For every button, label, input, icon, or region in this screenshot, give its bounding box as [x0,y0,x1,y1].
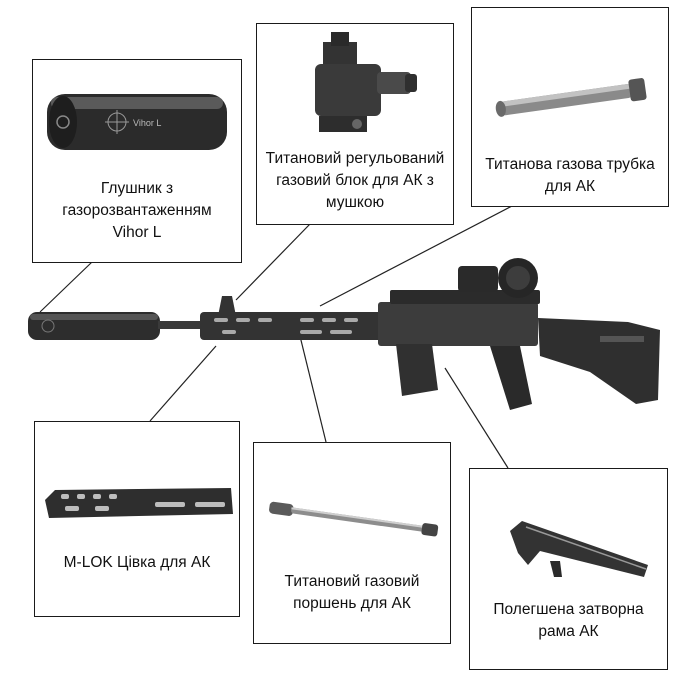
gas-piston-image [269,501,439,537]
bolt-carrier-image [510,521,648,577]
gas-tube-caption: Титанова газова трубка для АК [485,156,655,195]
rifle-handguard [200,312,382,340]
rifle-optic [458,266,498,292]
callout-gas-tube: Титанова газова трубка для АК [471,7,669,207]
callout-handguard: M-LOK Цівка для АК [34,421,240,617]
rifle-barrel [158,321,208,329]
gas-block-image [315,32,417,132]
suppressor-image: Vihor L [47,94,227,150]
rifle-grip [490,346,532,410]
gas-block-caption: Титановий регульований газовий блок для … [265,150,445,211]
bolt-carrier-caption: Полегшена затворна рама АК [493,601,644,640]
handguard-image [45,488,233,518]
suppressor-brand-mark: Vihor L [133,118,161,128]
suppressor-caption: Глушник з газорозвантаженням Vihor L [62,180,212,241]
gas-tube-image [495,78,647,117]
handguard-caption: M-LOK Цівка для АК [63,554,211,571]
leader-gas-block [235,223,311,301]
callout-gas-piston: Титановий газовий поршень для АК [253,442,451,644]
leader-handguard [149,345,217,422]
rifle-front-sight [218,296,236,316]
gas-piston-caption: Титановий газовий поршень для АК [284,573,420,612]
callout-bolt-carrier: Полегшена затворна рама АК [469,468,668,670]
leader-suppressor [39,261,93,313]
callout-suppressor: Vihor L Глушник з газорозвантаженням Vih… [32,59,242,263]
leader-gas-piston [297,327,327,443]
rifle-receiver [378,302,538,346]
callout-gas-block: Титановий регульований газовий блок для … [256,23,454,225]
rifle-stock [538,318,660,404]
leader-gas-tube [319,205,513,307]
rifle-magazine [396,344,438,396]
leader-bolt-carrier [444,367,509,469]
